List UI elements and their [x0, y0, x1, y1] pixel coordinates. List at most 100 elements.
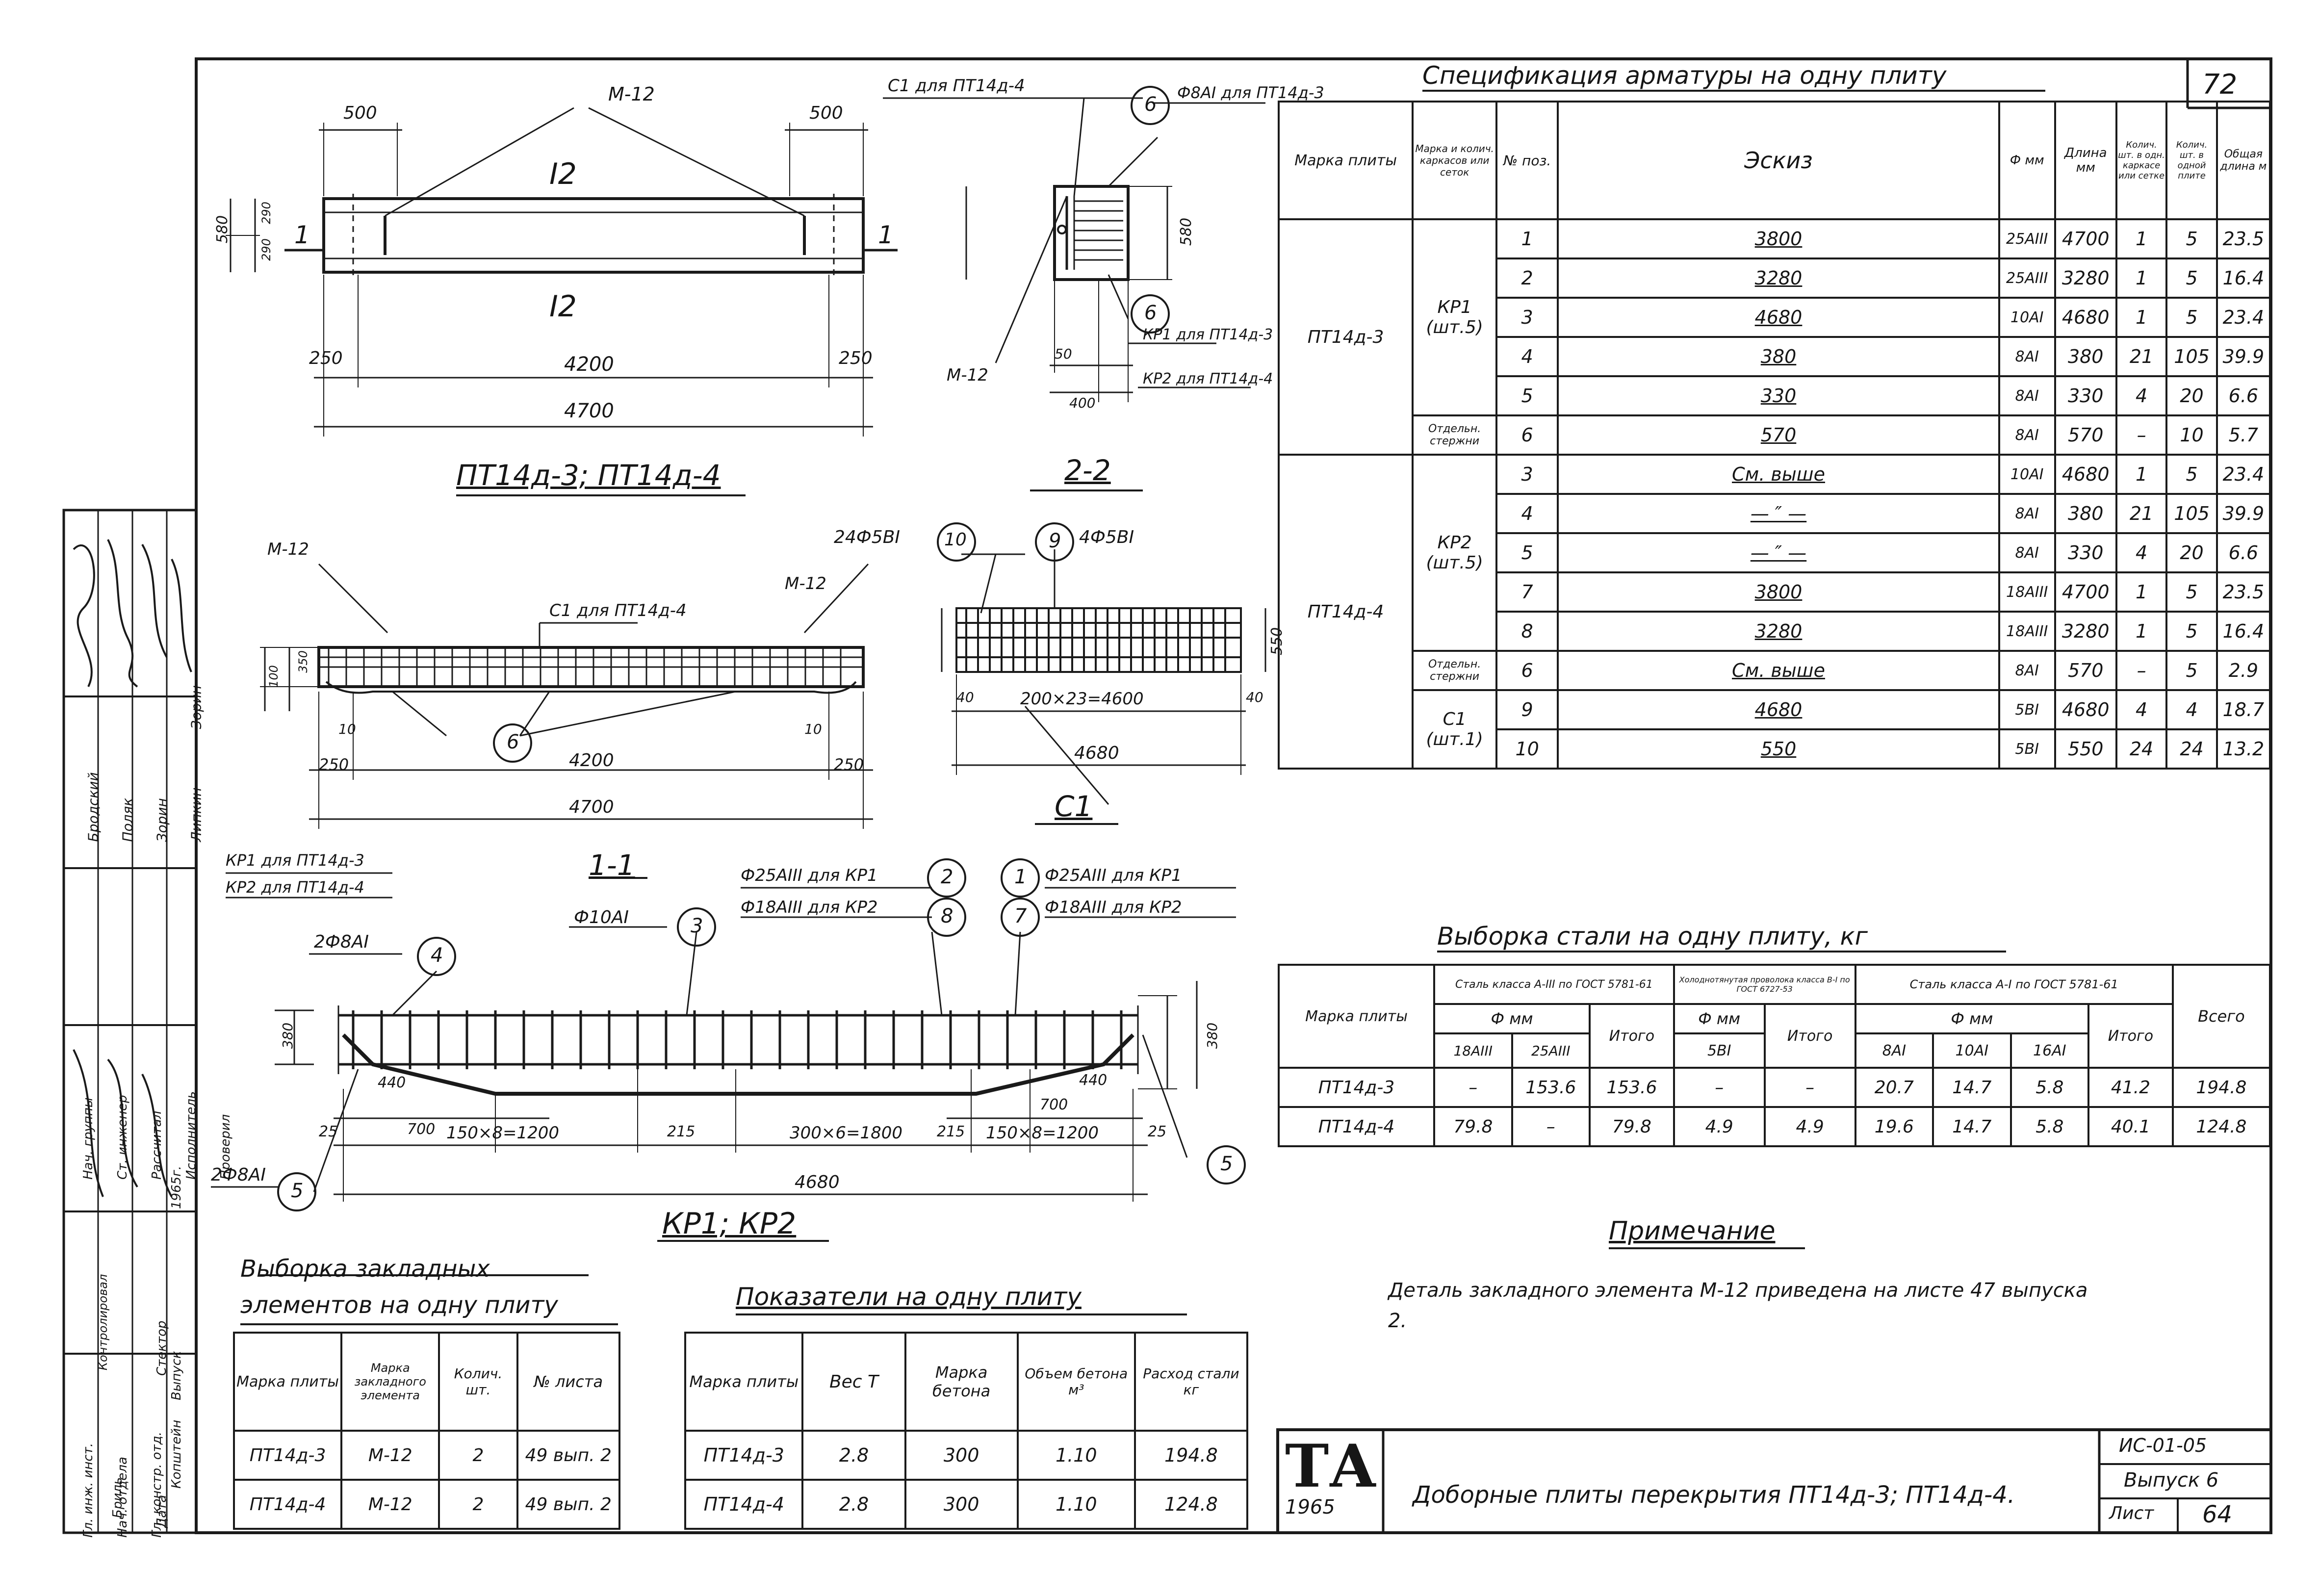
spec-cell-n1: 4	[2115, 532, 2168, 573]
spec-cell-d: 8АI	[1998, 414, 2056, 456]
plan-dim-inner: 4200	[564, 353, 614, 376]
spec-cell-n2: 4	[2165, 689, 2218, 730]
embedded-cell-sheet: 49 вып. 2	[516, 1479, 621, 1530]
sheet-issue: Выпуск 6	[2124, 1469, 2219, 1492]
note-text: Деталь закладного элемента М-12 приведен…	[1388, 1279, 2088, 1332]
embedded-cell-plate: ПТ14д-4	[232, 1479, 343, 1530]
spec-table: Марка плиты Марка и колич. каркасов или …	[1277, 101, 2271, 770]
ind-h-s: Расход стали кг	[1134, 1332, 1249, 1432]
callout-4: 4	[431, 944, 443, 967]
sheet-code: ИС-01-05	[2119, 1435, 2207, 1456]
spec-cell-len: 4680	[2054, 297, 2117, 338]
spec-cell-n1: 21	[2115, 336, 2168, 377]
spec-cell-sketch: 3280	[1557, 257, 2000, 299]
c1-caption: С1	[1055, 790, 1093, 823]
plan-label-i2-top: I2	[549, 157, 577, 191]
plan-section-mark-right: 1	[878, 221, 894, 249]
spec-cell-n1: 1	[2115, 571, 2168, 613]
spec-cell-d: 5ВI	[1998, 728, 2056, 770]
plan-dim-end-right: 250	[839, 348, 873, 368]
kr-label-f25-kr1-b: Ф25АIII для КР1	[1045, 866, 1182, 885]
indicators-table-title: Показатели на одну плиту	[736, 1283, 1082, 1311]
indicators-cell-plate: ПТ14д-4	[684, 1479, 804, 1530]
sheet-label: Лист	[2109, 1503, 2154, 1523]
spec-cell-n1: 24	[2115, 728, 2168, 770]
spec-cell-len: 3280	[2054, 611, 2117, 652]
s11-dim-10-right: 10	[804, 721, 822, 737]
steel-table: Марка плиты Сталь класса А-III по ГОСТ 5…	[1277, 964, 2271, 1147]
spec-cell-sketch: 3800	[1557, 218, 2000, 259]
spec-cell-pos: 6	[1495, 414, 1559, 456]
s22-label-f8: Ф8АI для ПТ14д-3	[1177, 83, 1324, 102]
s22-dim-580: 580	[1178, 217, 1195, 246]
spec-cell-len: 380	[2054, 336, 2117, 377]
steel-cell-c18: –	[1433, 1067, 1513, 1108]
s22-label-kr1: КР1 для ПТ14д-3	[1143, 326, 1273, 343]
c1-dim-spacing: 200×23=4600	[1020, 689, 1144, 709]
spec-cell-len: 3280	[2054, 257, 2117, 299]
plan-caption: ПТ14д-3; ПТ14д-4	[456, 459, 721, 492]
spec-cell-len: 4700	[2054, 571, 2117, 613]
embedded-cell-n: 2	[438, 1479, 518, 1530]
ind-h-w: Вес Т	[801, 1332, 906, 1432]
spec-cell-n2: 20	[2165, 532, 2218, 573]
s11-dim-250-left: 250	[319, 755, 349, 774]
steel-h-d3: Ф мм	[1854, 1003, 2090, 1034]
steel-cell-a8: 19.6	[1854, 1106, 1934, 1147]
steel-cell-all: 194.8	[2171, 1067, 2271, 1108]
steel-cell-t2: –	[1763, 1067, 1856, 1108]
steel-cell-a10: 14.7	[1932, 1067, 2012, 1108]
ind-h-m: Марка бетона	[904, 1332, 1019, 1432]
callout-2: 2	[941, 866, 953, 888]
spec-cell-n1: 4	[2115, 375, 2168, 416]
s22-label-kr2: КР2 для ПТ14д-4	[1143, 370, 1273, 387]
spec-cell-n2: 105	[2165, 493, 2218, 534]
s11-dim-10-left: 10	[338, 721, 356, 737]
spec-cell-sketch: 550	[1557, 728, 2000, 770]
kr-dim-25-left: 25	[319, 1123, 338, 1140]
spec-cell-pos: 2	[1495, 257, 1559, 299]
spec-cell-frame: Отдельн. стержни	[1412, 650, 1498, 691]
steel-cell-t3: 40.1	[2087, 1106, 2174, 1147]
spec-cell-n2: 5	[2165, 571, 2218, 613]
spec-cell-n1: 1	[2115, 218, 2168, 259]
spec-h-n1: Колич. шт. в одн. каркасе или сетке	[2115, 101, 2168, 220]
indicators-table: Марка плиты Вес Т Марка бетона Объем бет…	[684, 1332, 1249, 1530]
spec-cell-sketch: 330	[1557, 375, 2000, 416]
spec-cell-frame: Отдельн. стержни	[1412, 414, 1498, 456]
spec-h-pos: № поз.	[1495, 101, 1559, 220]
kr-caption: КР1; КР2	[662, 1207, 797, 1241]
spec-cell-n2: 5	[2165, 218, 2218, 259]
spec-cell-d: 5ВI	[1998, 689, 2056, 730]
spec-cell-pos: 8	[1495, 611, 1559, 652]
s11-label-m12-left: М-12	[267, 540, 309, 559]
kr-dim-4680: 4680	[795, 1172, 840, 1192]
spec-cell-sketch: 4680	[1557, 689, 2000, 730]
indicators-cell-m: 300	[904, 1430, 1019, 1481]
callout-7: 7	[1014, 905, 1027, 927]
spec-cell-d: 18АIII	[1998, 571, 2056, 613]
stamp-logo: ТА 1965	[1285, 1437, 1378, 1525]
spec-cell-total: 39.9	[2216, 493, 2271, 534]
steel-cell-t2: 4.9	[1763, 1106, 1856, 1147]
spec-cell-n1: 4	[2115, 689, 2168, 730]
left-title-strip: Гл. инж. инст. Нач. отдела Гл. констр. о…	[64, 510, 233, 1538]
steel-cell-a8: 20.7	[1854, 1067, 1934, 1108]
indicators-cell-plate: ПТ14д-3	[684, 1430, 804, 1481]
s22-dim-400: 400	[1069, 395, 1096, 411]
kr-dim-700-right: 700	[1040, 1096, 1068, 1113]
plan-dim-right: 500	[809, 103, 843, 123]
spec-cell-sketch: См. выше	[1557, 650, 2000, 691]
kr-dim-25-right: 25	[1148, 1123, 1167, 1140]
spec-cell-n1: 1	[2115, 454, 2168, 495]
note-title: Примечание	[1609, 1216, 1776, 1246]
spec-cell-total: 23.4	[2216, 297, 2271, 338]
steel-cell-all: 124.8	[2171, 1106, 2271, 1147]
